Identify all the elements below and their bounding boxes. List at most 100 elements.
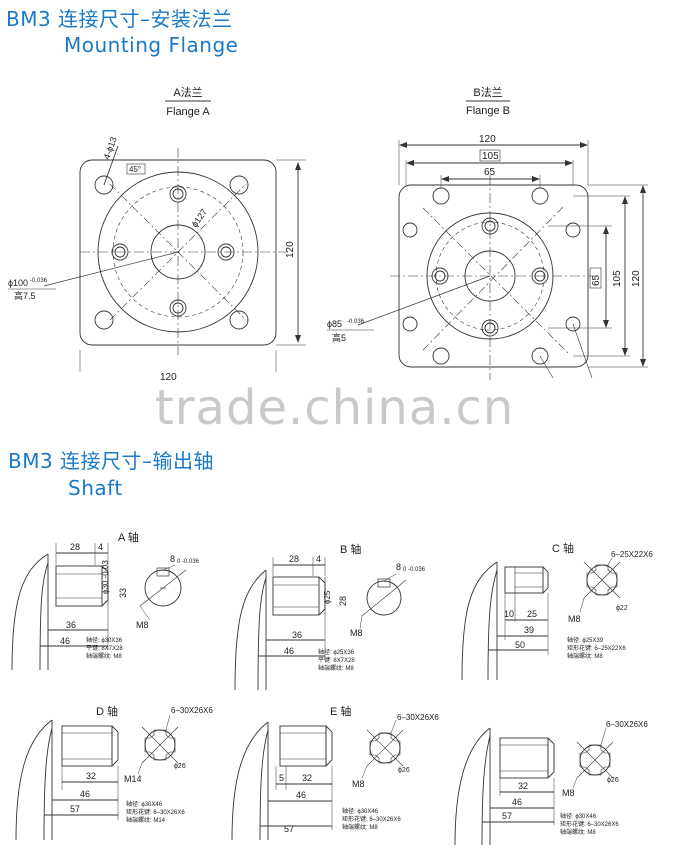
flange-b-title-cn: B法兰 bbox=[473, 85, 502, 99]
shaft-section-title: BM3 连接尺寸–输出轴 bbox=[8, 449, 215, 473]
flange-a-bottom-dimension: 120 bbox=[160, 372, 177, 383]
shaft-d-spline-spec: 6–30X26X6 bbox=[171, 706, 213, 715]
shaft-b-thread: M8 bbox=[350, 628, 363, 638]
shaft-d-note-spline: 矩形花键: 6–30X26X6 bbox=[126, 808, 185, 816]
shaft-d-spline-length: 32 bbox=[86, 771, 96, 781]
shaft-e-note-spline: 矩形花键: 6–30X26X6 bbox=[342, 815, 401, 823]
shaft-e-thread: M8 bbox=[352, 779, 365, 789]
flange-b-top-outer-dim: 120 bbox=[479, 134, 496, 145]
shaft-b-key-width: 8 bbox=[396, 562, 401, 572]
shaft-f-note-diameter: 轴径: ϕ30X46 bbox=[560, 812, 597, 820]
shaft-d-thread: M14 bbox=[124, 774, 142, 784]
flange-section-title: BM3 连接尺寸–安装法兰 bbox=[6, 7, 233, 31]
shaft-c-total-length: 50 bbox=[515, 640, 525, 650]
shaft-a-key-length: 28 bbox=[70, 542, 80, 552]
flange-a-pilot-label: ϕ100 bbox=[8, 278, 28, 288]
shaft-c-minor-diameter: ϕ22 bbox=[616, 605, 628, 612]
flange-b-drawing: B法兰 Flange B 120 bbox=[327, 85, 648, 380]
shaft-b-note-thread: 轴端螺纹: M8 bbox=[318, 664, 354, 672]
shaft-e-step-length: 5 bbox=[279, 773, 284, 783]
shaft-e-total-length: 57 bbox=[284, 824, 294, 834]
shaft-b-key-length: 28 bbox=[289, 554, 299, 564]
shaft-f-spline-spec: 6–30X26X6 bbox=[606, 720, 648, 729]
shaft-d-drawing: D 轴 32 46 57 6–30X26X6 ϕ26 M14 轴径: ϕ30X4… bbox=[15, 704, 213, 841]
shaft-e-spline-spec: 6–30X26X6 bbox=[397, 713, 439, 722]
flange-a-title-en: Flange A bbox=[166, 106, 210, 118]
shaft-c-note-diameter: 轴径: ϕ25X39 bbox=[567, 636, 604, 644]
shaft-b-drawing: B 轴 28 4 ϕ25 28 36 46 8 0 -0.036 M8 轴径: … bbox=[234, 542, 426, 691]
shaft-e-spline-length: 32 bbox=[302, 773, 312, 783]
flange-a-holes-label: 4-ϕ13 bbox=[101, 136, 118, 161]
shaft-a-title: A 轴 bbox=[118, 530, 139, 544]
shaft-f-note-thread: 轴端螺纹: M8 bbox=[560, 828, 596, 836]
shaft-c-thread: M8 bbox=[568, 614, 581, 624]
shaft-a-keyway-height: 33 bbox=[118, 588, 128, 598]
shaft-c-note-spline: 矩形花键: 6–25X22X6 bbox=[567, 644, 626, 652]
flange-a-title-cn: A法兰 bbox=[173, 85, 202, 99]
shaft-e-minor-diameter: ϕ26 bbox=[398, 767, 410, 774]
shaft-c-shaft-length: 39 bbox=[524, 625, 534, 635]
shaft-c-step-length: 10 bbox=[504, 609, 514, 619]
shaft-e-note-diameter: 轴径: ϕ30X46 bbox=[342, 807, 379, 815]
shaft-b-total-length: 46 bbox=[284, 646, 294, 656]
shaft-a-key-tol: 0 -0.036 bbox=[177, 559, 200, 565]
shaft-d-note-diameter: 轴径: ϕ30X46 bbox=[126, 800, 163, 808]
flange-section-subtitle: Mounting Flange bbox=[64, 33, 239, 57]
shaft-e-drawing: E 轴 5 32 46 57 6–30X26X6 ϕ26 M8 轴径: ϕ30X… bbox=[231, 704, 439, 841]
flange-b-top-inner-dim: 65 bbox=[484, 167, 496, 178]
flange-b-side-outer-dim: 120 bbox=[631, 270, 642, 287]
shaft-b-keyway-height: 28 bbox=[338, 596, 348, 606]
flange-a-angle-label: 45° bbox=[129, 165, 141, 174]
flange-a-outline bbox=[79, 159, 277, 346]
flange-b-height-label: 高5 bbox=[332, 332, 346, 343]
watermark: trade.china.cn bbox=[155, 380, 515, 436]
shaft-c-drawing: C 轴 10 25 39 50 6–25X22X6 ϕ22 M8 轴径: ϕ25… bbox=[461, 541, 653, 681]
shaft-a-drawing: A 轴 28 4 ϕ30.-0.03 33 36 46 8 0 -0.036 M… bbox=[11, 530, 200, 671]
shaft-e-title: E 轴 bbox=[330, 704, 351, 718]
flange-a-pilot-tol: -0.036 bbox=[30, 278, 48, 284]
shaft-f-total-length: 57 bbox=[502, 811, 512, 821]
flange-a-bolt-circle-label: ϕ127 bbox=[189, 207, 209, 229]
flange-a-height-label: 高7.5 bbox=[14, 290, 36, 301]
shaft-c-spline-length: 25 bbox=[527, 609, 537, 619]
shaft-a-diameter: ϕ30.-0.03 bbox=[101, 560, 110, 594]
shaft-e-shaft-length: 46 bbox=[296, 790, 306, 800]
shaft-b-key-tol: 0 -0.036 bbox=[403, 567, 426, 573]
shaft-e-note-thread: 轴端螺纹: M8 bbox=[342, 823, 378, 831]
flange-a-side-dimension: 120 bbox=[285, 241, 296, 258]
shaft-a-key-width: 8 bbox=[170, 554, 175, 564]
flange-b-side-inner-dim: 65 bbox=[591, 274, 602, 286]
shaft-f-note-spline: 矩形花键: 6–30X26X6 bbox=[560, 820, 619, 828]
shaft-a-note-thread: 轴端螺纹: M8 bbox=[86, 652, 122, 660]
shaft-d-shaft-length: 46 bbox=[80, 789, 90, 799]
shaft-f-drawing: 32 46 57 6–30X26X6 ϕ26 M8 轴径: ϕ30X46 矩形花… bbox=[454, 720, 648, 846]
shaft-f-shaft-length: 46 bbox=[512, 797, 522, 807]
shaft-a-key-offset: 4 bbox=[98, 542, 103, 552]
shaft-section-subtitle: Shaft bbox=[68, 476, 123, 500]
shaft-a-note-diameter: 轴径: ϕ30X36 bbox=[86, 636, 123, 644]
shaft-d-total-length: 57 bbox=[70, 804, 80, 814]
shaft-a-note-key: 平键: 8X7X28 bbox=[86, 644, 123, 652]
shaft-b-shaft-length: 36 bbox=[292, 630, 302, 640]
shaft-a-total-length: 46 bbox=[60, 636, 70, 646]
shaft-f-thread: M8 bbox=[562, 788, 575, 798]
flange-a-drawing: A法兰 Flange A 4-ϕ13 45° ϕ127 ϕ100 -0.036 … bbox=[8, 85, 306, 383]
shaft-f-minor-diameter: ϕ26 bbox=[607, 777, 619, 784]
shaft-a-thread: M8 bbox=[136, 620, 149, 630]
shaft-d-note-thread: 轴端螺纹: M14 bbox=[126, 816, 166, 824]
shaft-d-title: D 轴 bbox=[96, 704, 118, 718]
flange-b-side-mid-dim: 105 bbox=[612, 270, 623, 287]
shaft-c-title: C 轴 bbox=[552, 541, 574, 555]
shaft-f-spline-length: 32 bbox=[518, 781, 528, 791]
flange-b-top-mid-dim: 105 bbox=[482, 151, 499, 162]
shaft-d-minor-diameter: ϕ26 bbox=[174, 763, 186, 770]
shaft-b-title: B 轴 bbox=[340, 542, 361, 556]
flange-b-pilot-tol: -0.036 bbox=[347, 319, 365, 325]
shaft-a-shaft-length: 36 bbox=[66, 620, 76, 630]
shaft-b-key-offset: 4 bbox=[316, 554, 321, 564]
shaft-b-diameter: ϕ25 bbox=[323, 590, 332, 604]
shaft-b-note-key: 平键: 8X7X28 bbox=[318, 656, 355, 664]
shaft-c-spline-spec: 6–25X22X6 bbox=[611, 550, 653, 559]
shaft-b-note-diameter: 轴径: ϕ25X36 bbox=[318, 648, 355, 656]
